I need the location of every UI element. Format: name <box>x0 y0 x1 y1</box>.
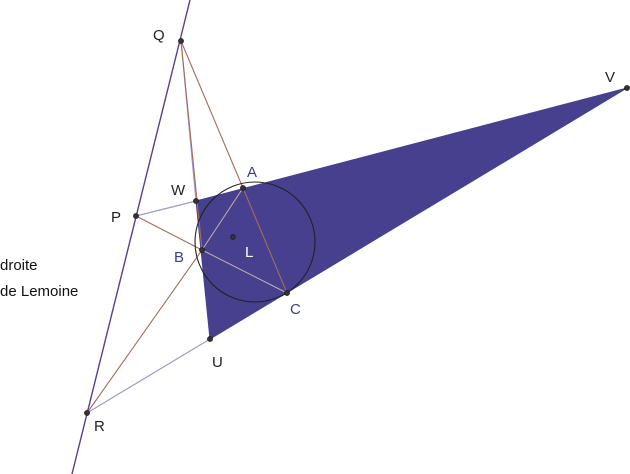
label-w: W <box>171 182 186 199</box>
line-ru <box>86 338 211 414</box>
point-v <box>624 85 630 91</box>
line-ac <box>242 187 288 294</box>
point-w <box>193 198 199 204</box>
point-a <box>240 185 246 191</box>
line-pw <box>135 200 197 217</box>
label-v: V <box>605 69 615 86</box>
lemoine-line <box>71 0 191 474</box>
label-r: R <box>94 418 105 435</box>
label-b: B <box>174 249 184 266</box>
point-c <box>284 290 290 296</box>
label-q: Q <box>153 27 165 44</box>
line-pb <box>135 215 203 251</box>
line-qa <box>180 40 244 189</box>
label-u: U <box>212 354 223 371</box>
lemoine-label-line2: de Lemoine <box>0 283 79 300</box>
label-p: P <box>111 209 121 226</box>
point-r <box>84 410 90 416</box>
lemoine-line-label: droite de Lemoine <box>0 253 78 305</box>
label-a: A <box>247 164 257 181</box>
segment-bc <box>201 249 288 294</box>
point-u <box>207 336 213 342</box>
label-c: C <box>290 301 301 318</box>
segment-ab <box>201 187 244 251</box>
circle-l <box>194 181 316 303</box>
point-l <box>230 234 236 240</box>
lemoine-label-line1: droite <box>0 257 38 274</box>
label-l: L <box>245 244 253 261</box>
line-qb <box>180 40 203 251</box>
line-rb <box>86 249 203 414</box>
point-b <box>199 247 205 253</box>
point-q <box>178 38 184 44</box>
point-p <box>133 213 139 219</box>
